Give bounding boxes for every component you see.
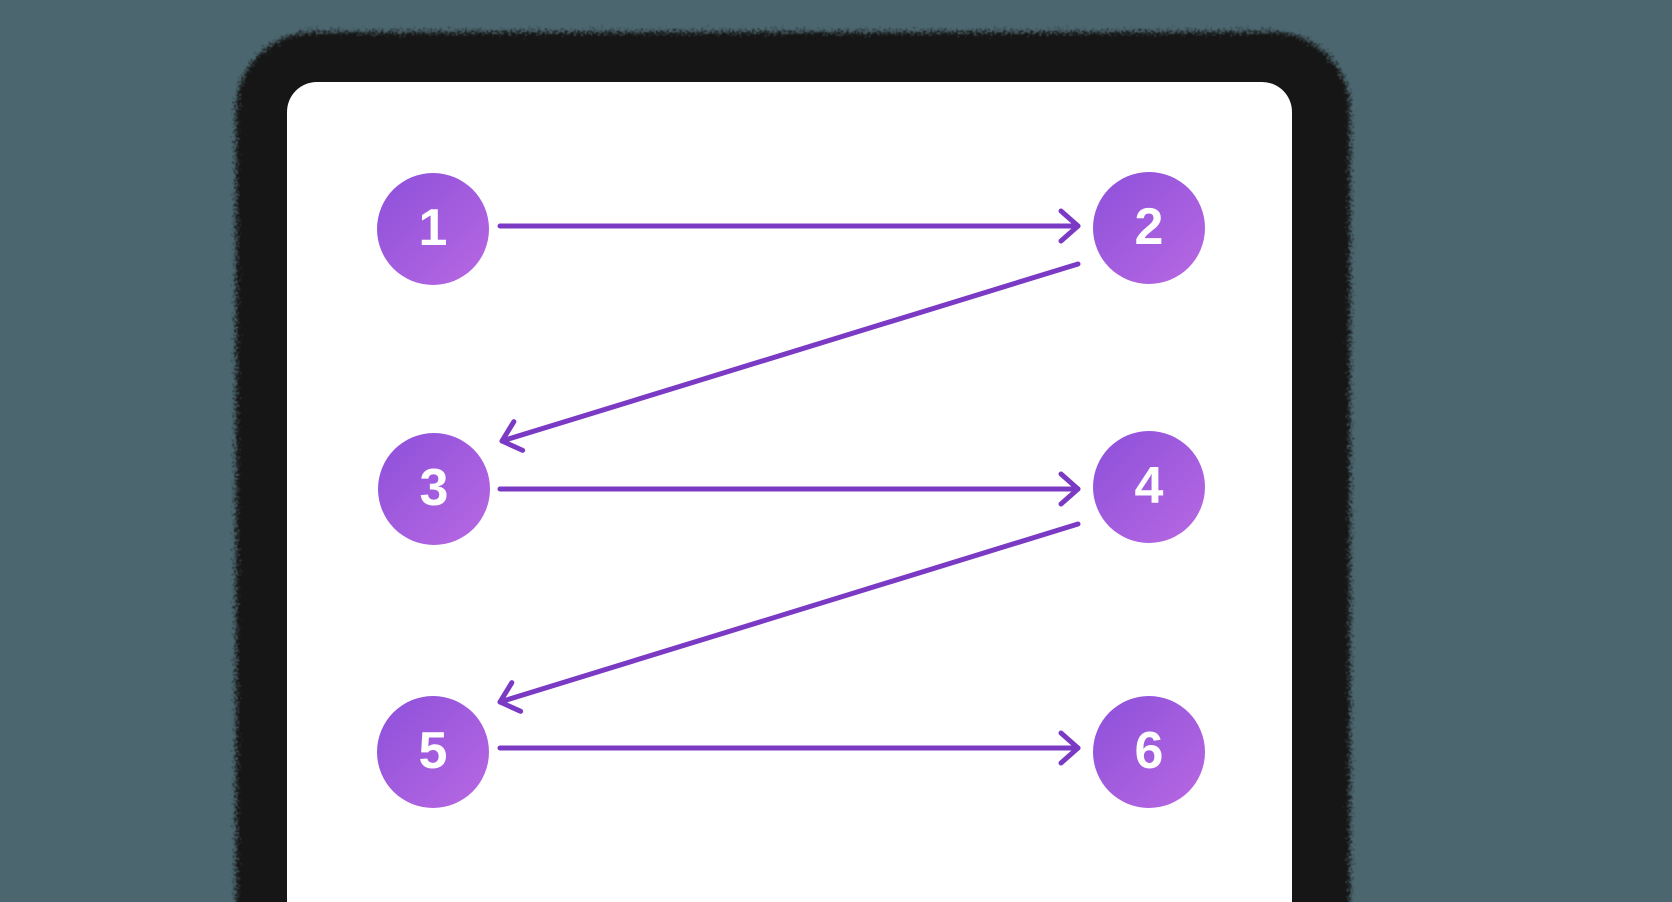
node-label: 4 — [1134, 457, 1164, 515]
node-label: 6 — [1134, 722, 1164, 780]
arrowhead-icon — [1058, 471, 1081, 507]
arrowhead-icon — [497, 680, 524, 714]
node-circle-3: 3 — [378, 433, 490, 545]
arrowhead-icon — [1058, 730, 1081, 766]
node-label: 3 — [419, 459, 449, 517]
arrowhead-icon — [1058, 208, 1081, 244]
edge-line-2-3 — [499, 261, 1081, 444]
node-circle-4: 4 — [1093, 431, 1205, 543]
node-circle-6: 6 — [1093, 696, 1205, 808]
card — [287, 82, 1292, 902]
node-circle-5: 5 — [377, 696, 489, 808]
node-circle-2: 2 — [1093, 172, 1205, 284]
edges — [497, 208, 1081, 766]
node-circle-1: 1 — [377, 173, 489, 285]
arrowhead-icon — [499, 419, 526, 453]
node-label: 1 — [418, 199, 448, 257]
edge-line-4-5 — [497, 521, 1081, 705]
node-label: 2 — [1134, 198, 1164, 256]
node-label: 5 — [418, 722, 448, 780]
